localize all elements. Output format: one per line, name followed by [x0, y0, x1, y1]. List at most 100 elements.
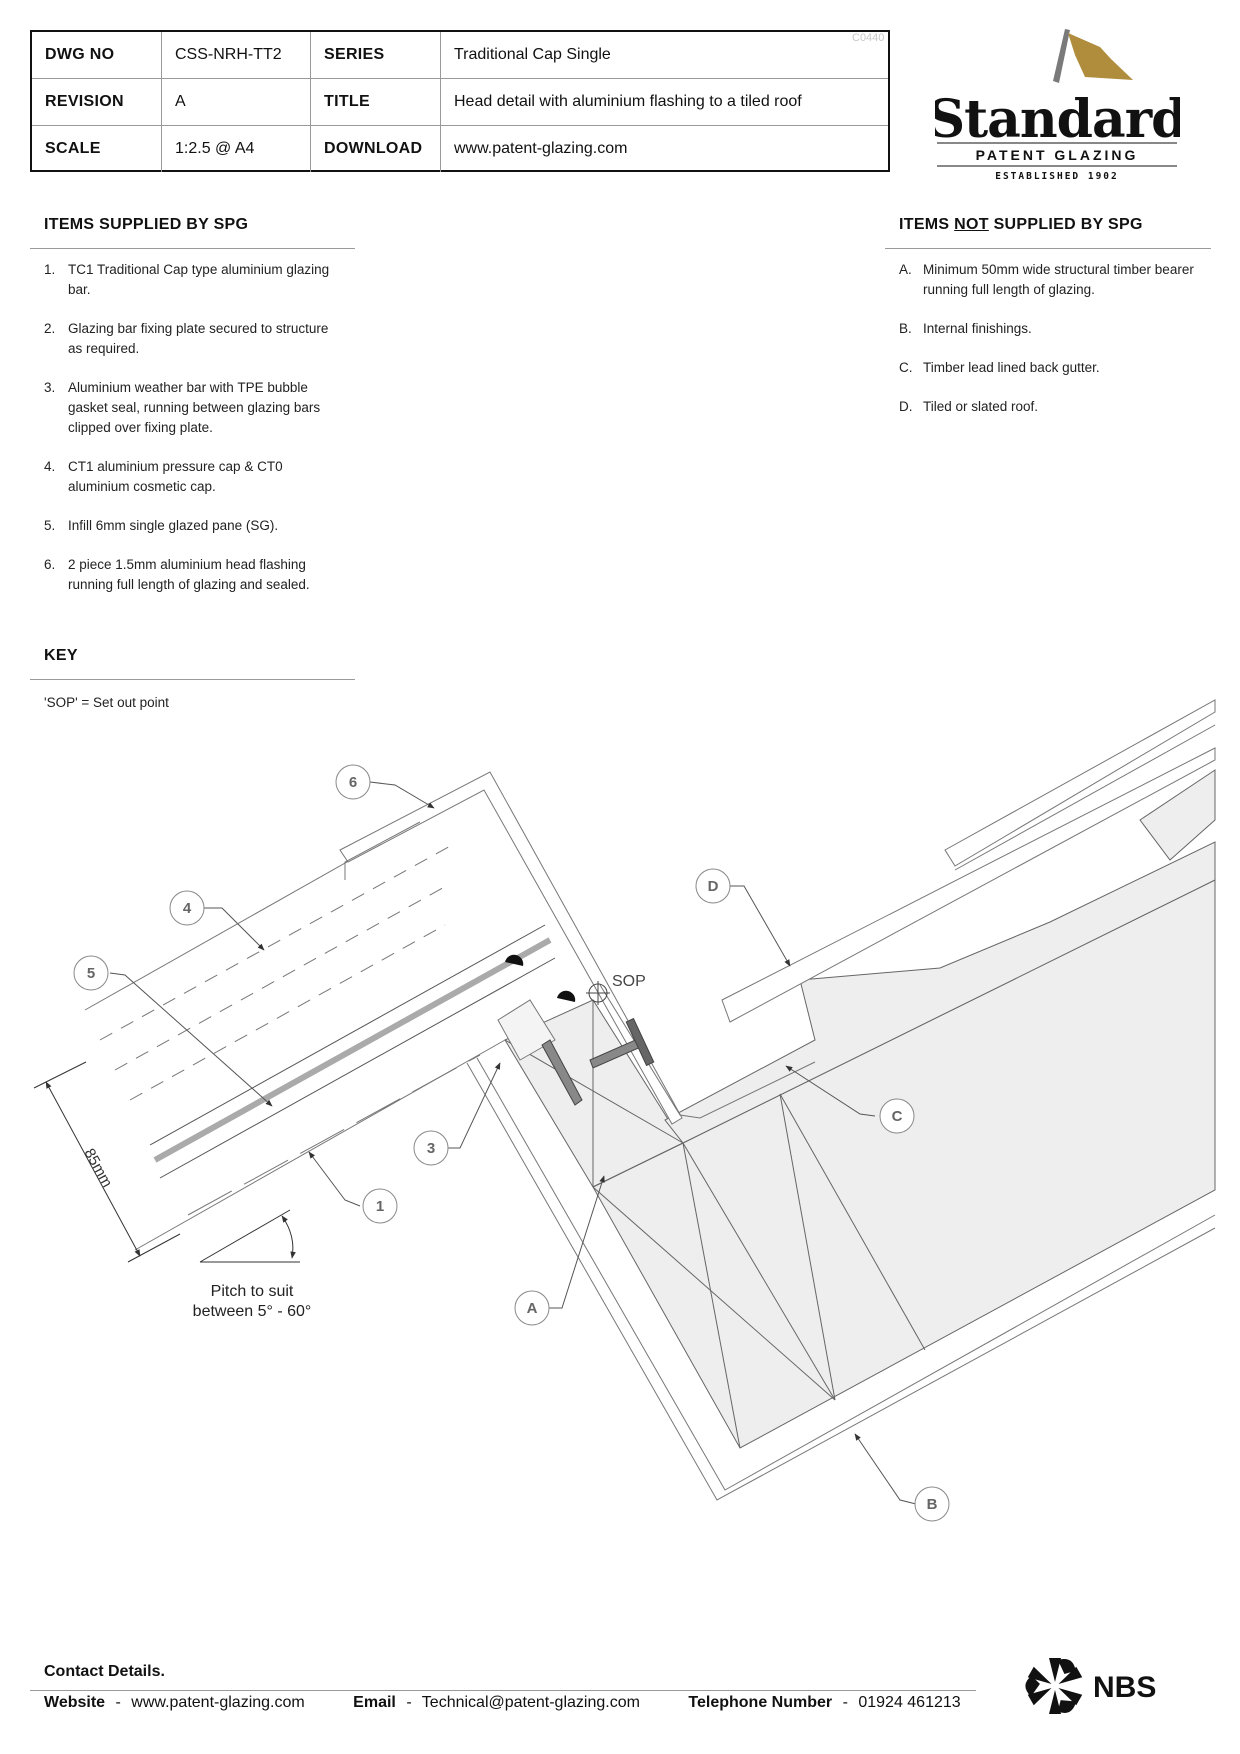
- glazing-bar-dashed: [129, 924, 446, 1101]
- callout-circle: [514, 1290, 550, 1326]
- doc-ref: C0440: [852, 32, 885, 44]
- key-text: 'SOP' = Set out point: [44, 695, 169, 710]
- tile-line: [954, 724, 1216, 871]
- not-supplied-heading: ITEMS NOT SUPPLIED BY SPG: [885, 216, 1211, 249]
- list-item: A. Minimum 50mm wide structural timber be…: [899, 260, 1204, 300]
- leader-5: [109, 972, 273, 1107]
- gasket-seal: [505, 954, 524, 966]
- contact-row: Website - www.patent-glazing.com Email -…: [44, 1694, 961, 1712]
- list-item: C. Timber lead lined back gutter.: [899, 358, 1204, 378]
- list-text: Aluminium weather bar with TPE bubble ga…: [68, 380, 321, 435]
- internal-finishings-b: [466, 1057, 1216, 1501]
- glazing-pane-edge: [159, 957, 556, 1179]
- nbs-text: NBS: [1093, 1671, 1156, 1704]
- glazing-bar-dashed: [114, 884, 449, 1071]
- list-item: 6.2 piece 1.5mm aluminium head flashing …: [44, 555, 344, 595]
- logo-flag: [1068, 33, 1133, 80]
- key-heading: KEY: [30, 647, 355, 680]
- not-supplied-heading-pre: ITEMS: [899, 216, 955, 233]
- sop-marker: [586, 981, 610, 1005]
- contact-email: Email - Technical@patent-glazing.com: [353, 1694, 640, 1712]
- list-marker: B.: [899, 321, 912, 336]
- website-link[interactable]: www.patent-glazing.com: [131, 1694, 305, 1711]
- fixing-plate: [497, 999, 556, 1061]
- list-text: TC1 Traditional Cap type aluminium glazi…: [68, 262, 330, 297]
- timber-grain: [682, 1142, 741, 1449]
- callout-circle: [362, 1188, 398, 1224]
- callout-label: C: [892, 1108, 903, 1125]
- leader-4: [204, 907, 265, 951]
- callout-label: B: [927, 1496, 938, 1513]
- screw: [541, 1039, 583, 1106]
- timber-grain: [592, 1186, 836, 1401]
- roof-tile: [721, 747, 1216, 1023]
- leader-6: [369, 781, 435, 809]
- contact-divider: [30, 1690, 976, 1691]
- key-heading-text: KEY: [44, 647, 78, 664]
- callout-label: 3: [427, 1140, 435, 1157]
- phone-number[interactable]: 01924 461213: [858, 1694, 961, 1711]
- list-text: Infill 6mm single glazed pane (SG).: [68, 518, 279, 533]
- callout-label: D: [708, 878, 719, 895]
- callout-circle: [879, 1098, 915, 1134]
- download-link[interactable]: www.patent-glazing.com: [440, 125, 888, 172]
- callouts: 6 4 5 3 1 A D C B: [73, 764, 950, 1522]
- list-text: Minimum 50mm wide structural timber bear…: [923, 262, 1194, 297]
- email-link[interactable]: Technical@patent-glazing.com: [421, 1694, 640, 1711]
- callout-circle: [695, 868, 731, 904]
- dimension-label: 85mm: [81, 1146, 116, 1191]
- list-text: 2 piece 1.5mm aluminium head flashing ru…: [68, 557, 310, 592]
- timber-grain: [682, 1142, 836, 1401]
- list-marker: 4.: [44, 459, 56, 474]
- timber-grain: [592, 1142, 684, 1188]
- title-row-2: REVISION A TITLE Head detail with alumin…: [32, 78, 888, 126]
- leader-lines: [109, 781, 917, 1505]
- roof-structure: [504, 769, 1216, 1449]
- timber-grain: [779, 1093, 926, 1351]
- dwg-no-label: DWG NO: [32, 32, 162, 79]
- glazing-bar-base: [134, 1039, 506, 1251]
- head-flashing: [339, 771, 683, 1125]
- separator: -: [115, 1694, 121, 1711]
- screws: [541, 1017, 655, 1106]
- supplied-list: 1. TC1 Traditional Cap type aluminium gla…: [44, 260, 344, 614]
- gasket-seal: [557, 990, 576, 1002]
- revision-label: REVISION: [32, 78, 162, 126]
- seals: [505, 954, 576, 1002]
- leader-d: [730, 885, 791, 967]
- title-row-1: DWG NO CSS-NRH-TT2 SERIES Traditional Ca…: [32, 32, 888, 79]
- list-item: B. Internal finishings.: [899, 319, 1204, 339]
- list-text: Internal finishings.: [923, 321, 1032, 336]
- timber-grain: [779, 1093, 836, 1401]
- list-marker: C.: [899, 360, 913, 375]
- logo-established: ESTABLISHED 1902: [995, 171, 1119, 180]
- leader-b: [854, 1433, 917, 1505]
- list-marker: 1.: [44, 262, 56, 277]
- callout-circle: [914, 1486, 950, 1522]
- title-label: TITLE: [310, 78, 441, 126]
- callout-label: 5: [87, 965, 95, 982]
- callout-circle: [169, 890, 205, 926]
- list-text: Timber lead lined back gutter.: [923, 360, 1100, 375]
- leader-a: [549, 1175, 605, 1309]
- roof-tile: [944, 699, 1216, 867]
- list-marker: 5.: [44, 518, 56, 533]
- pitch-indicator: [199, 1209, 300, 1263]
- title-value: Head detail with aluminium flashing to a…: [440, 78, 888, 126]
- callout-label: 6: [349, 774, 357, 791]
- download-label: DOWNLOAD: [310, 125, 441, 172]
- callout-circle: [413, 1130, 449, 1166]
- sop-label: SOP: [612, 973, 646, 990]
- logo-flag-pole: [1053, 29, 1070, 83]
- callout-circle: [73, 955, 109, 991]
- list-item: 1. TC1 Traditional Cap type aluminium gla…: [44, 260, 344, 300]
- list-item: 3.Aluminium weather bar with TPE bubble …: [44, 378, 344, 438]
- callout-label: 4: [183, 900, 192, 917]
- list-text: Tiled or slated roof.: [923, 399, 1039, 414]
- list-marker: A.: [899, 262, 912, 277]
- contact-heading: Contact Details.: [44, 1663, 165, 1680]
- website-label: Website: [44, 1694, 106, 1711]
- glazing-assembly: [84, 771, 816, 1251]
- tiled-roof-d: [721, 699, 1216, 1023]
